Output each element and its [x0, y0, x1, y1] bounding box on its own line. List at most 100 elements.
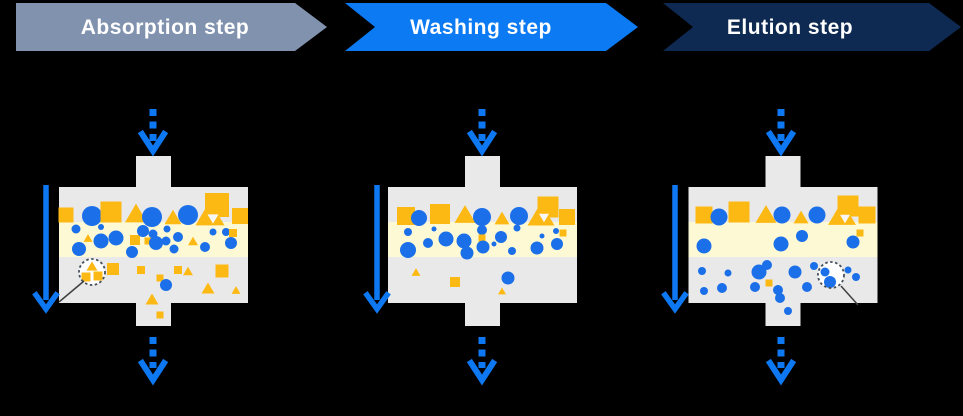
magnifier-ring: [78, 258, 106, 286]
particle-triangle: [231, 286, 241, 294]
particle-circle: [169, 244, 179, 254]
particle-circle: [108, 230, 124, 246]
particle-circle: [844, 266, 852, 274]
particle-circle: [508, 247, 516, 255]
particle-circle: [846, 235, 860, 249]
particle-circle: [810, 262, 818, 270]
particle-circle: [530, 241, 544, 255]
particle-circle: [82, 206, 102, 226]
particle-circle: [751, 264, 767, 280]
particle-circle: [501, 271, 515, 285]
particle-circle: [438, 231, 454, 247]
particle-circle: [788, 265, 802, 279]
particle-circle: [161, 236, 171, 246]
particle-circle: [404, 228, 412, 236]
particle-square: [728, 201, 750, 223]
particle-circle: [72, 242, 86, 256]
particle-circle: [456, 233, 472, 249]
particle-square: [137, 266, 145, 274]
particle-square: [174, 266, 182, 274]
particle-triangle: [755, 205, 777, 223]
magnifier-pointer-line: [58, 280, 85, 303]
particle-triangle: [125, 203, 147, 223]
particle-square: [58, 207, 74, 223]
particle-triangle: [183, 266, 193, 276]
particle-triangle: [494, 211, 510, 225]
particle-circle: [71, 224, 81, 234]
particle-circle: [200, 242, 210, 252]
particle-square: [156, 274, 164, 282]
particle-circle: [784, 307, 792, 315]
magnified-particle-circle: [820, 267, 830, 277]
magnified-particle-square: [81, 272, 91, 282]
magnifier-ring: [817, 261, 845, 289]
particle-circle: [710, 208, 728, 226]
elution-step-label: Elution step: [727, 16, 853, 39]
particle-circle: [431, 226, 437, 232]
chevron-washing-step: [345, 3, 638, 51]
particle-square: [450, 277, 460, 287]
particle-circle: [149, 236, 163, 250]
magnifier-pointer-line: [840, 285, 859, 306]
particle-circle: [178, 205, 198, 225]
particle-circle: [411, 210, 427, 226]
particle-circle: [750, 282, 760, 292]
particle-circle: [93, 233, 109, 249]
particle-square: [100, 201, 122, 223]
washing-step-label: Washing step: [410, 16, 552, 39]
inlet-flow-arrowhead: [466, 129, 498, 157]
column-flow-arrowhead: [661, 291, 689, 314]
inlet-flow-arrowhead: [137, 129, 169, 157]
particle-square: [144, 237, 152, 245]
particle-circle: [698, 267, 706, 275]
particle-circle: [724, 269, 732, 277]
particle-circle: [476, 240, 490, 254]
particle-circle: [491, 241, 497, 247]
particle-circle: [551, 238, 563, 250]
particle-circle: [762, 260, 772, 270]
particle-circle: [423, 238, 433, 248]
particle-circle: [126, 246, 138, 258]
absorption-column: [32, 109, 248, 386]
particle-circle: [209, 228, 217, 236]
particle-circle: [696, 238, 712, 254]
particle-circle: [852, 273, 860, 281]
outlet-flow-arrowhead: [466, 358, 498, 386]
particle-circle: [400, 242, 416, 258]
particle-square: [215, 264, 229, 278]
particle-circle: [775, 293, 785, 303]
particle-square: [130, 235, 140, 245]
particle-square: [397, 207, 415, 225]
particle-circle: [222, 228, 230, 236]
particle-square: [232, 208, 248, 224]
particle-circle: [510, 207, 528, 225]
particle-circle: [773, 206, 791, 224]
particle-circle: [553, 228, 559, 234]
particle-circle: [802, 282, 812, 292]
particle-circle: [160, 279, 172, 291]
magnified-particle-circle: [824, 276, 836, 288]
column-flow-arrowhead: [363, 291, 391, 314]
particle-circle: [173, 232, 183, 242]
particle-square: [695, 206, 713, 224]
particle-circle: [513, 224, 521, 232]
particle-square: [478, 234, 486, 242]
particle-circle: [163, 225, 171, 233]
outlet-flow-arrowhead: [765, 358, 797, 386]
particle-triangle: [454, 205, 476, 223]
particle-triangle: [145, 293, 159, 305]
particle-circle: [717, 283, 727, 293]
particle-circle: [796, 230, 808, 242]
columns-layer: [32, 109, 878, 386]
elution-column: [661, 109, 878, 386]
particle-triangle: [83, 234, 93, 242]
particle-square: [559, 229, 567, 237]
chevron-absorption-step: [16, 3, 327, 51]
particle-triangle: [793, 210, 809, 224]
particle-square: [156, 311, 164, 319]
inlet-flow-arrowhead: [765, 129, 797, 157]
particle-circle: [495, 231, 507, 243]
particle-triangle: [828, 201, 856, 225]
particle-triangle: [411, 268, 421, 276]
outlet-flow-arrowhead: [137, 358, 169, 386]
